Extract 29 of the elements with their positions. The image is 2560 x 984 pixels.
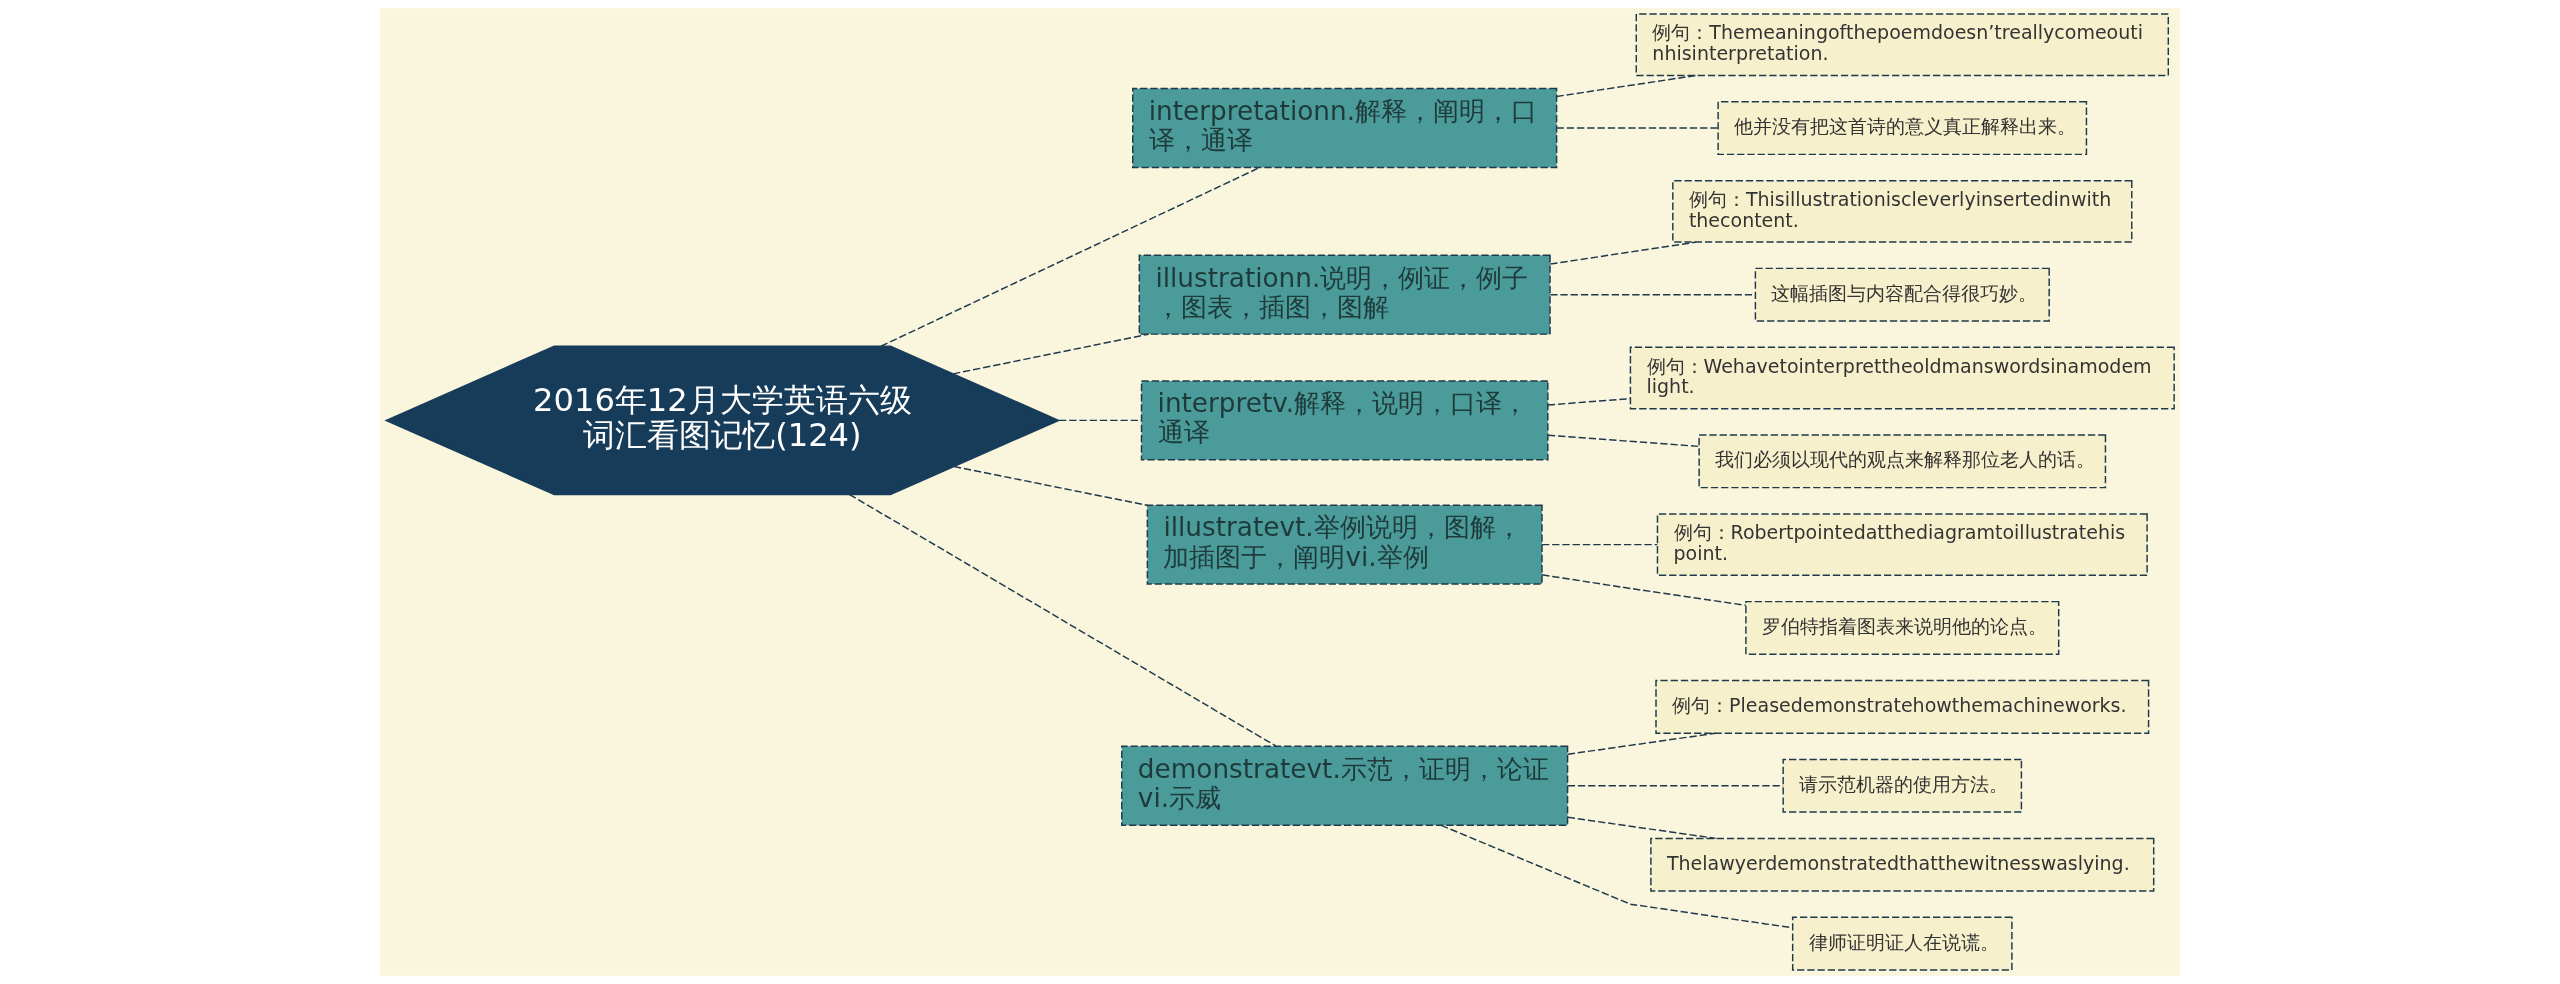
node-box: illustrationn.说明，例证，例子，图表，插图，图解 — [1138, 254, 1551, 335]
node-box: 例句：Robertpointedatthediagramtoillustratehispoint. — [1656, 513, 2148, 577]
connector — [1555, 74, 1698, 98]
node-box: 例句：Wehavetointerprettheoldmanswordsinamodemlight. — [1629, 346, 2175, 410]
connector — [1549, 241, 1697, 265]
node-box: 例句：Themeaningofthepoemdoesn’treallycomeoutinhisinterpretation. — [1635, 13, 2170, 77]
connector — [953, 465, 1148, 507]
node-box: 律师证明证人在说谎。 — [1791, 916, 2013, 971]
node-box: 例句：Pleasedemonstratehowthemachineworks. — [1655, 679, 2150, 734]
node-box: Thelawyerdemonstratedthatthewitnesswaslying. — [1650, 837, 2155, 892]
node-box: interpretationn.解释，阐明，口译，通译 — [1132, 87, 1558, 169]
connector — [1555, 127, 1719, 129]
node-box: interpretv.解释，说明，口译，通译 — [1140, 380, 1549, 461]
node-box: 这幅插图与内容配合得很巧妙。 — [1754, 267, 2050, 322]
connector — [952, 333, 1150, 375]
node-box: 我们必须以现代的观点来解释那位老人的话。 — [1698, 434, 2107, 489]
connector — [1567, 816, 1717, 840]
connector — [1541, 574, 1747, 607]
connector — [880, 166, 1261, 347]
connector — [848, 493, 1277, 747]
connector — [1541, 543, 1658, 546]
node-box: demonstratevt.示范，证明，论证vi.示威 — [1121, 745, 1569, 826]
connector — [1547, 434, 1700, 448]
connector — [1567, 732, 1717, 755]
node-box: 例句：Thisillustrationiscleverlyinsertedinwiththecontent. — [1672, 179, 2133, 243]
node-box: 他并没有把这首诗的意义真正解释出来。 — [1717, 101, 2088, 156]
node-box: 罗伯特指着图表来说明他的论点。 — [1745, 600, 2060, 655]
node-box: illustratevt.举例说明，图解，加插图于，阐明vi.举例 — [1146, 504, 1543, 585]
node-box: 请示范机器的使用方法。 — [1782, 758, 2023, 813]
